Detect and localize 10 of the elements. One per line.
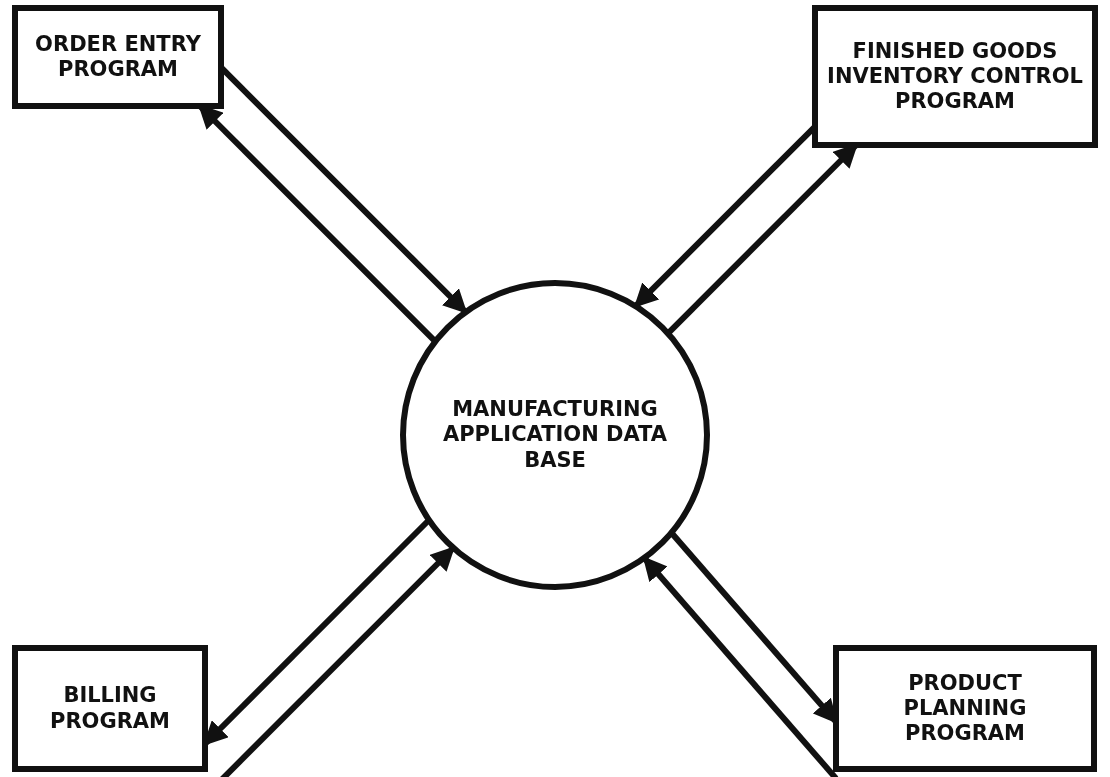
- process-box: [812, 5, 1098, 148]
- node-label: PRODUCT PLANNING PROGRAM: [902, 670, 1028, 747]
- node-label: FINISHED GOODS INVENTORY CONTROL PROGRAM: [826, 38, 1084, 115]
- node-label: BILLING PROGRAM: [49, 683, 171, 734]
- node-label: ORDER ENTRY PROGRAM: [34, 31, 202, 83]
- process-box: [12, 5, 224, 109]
- node-label: MANUFACTURING APPLICATION DATA BASE: [441, 397, 669, 473]
- arrow: [642, 556, 839, 777]
- process-box: [12, 645, 208, 772]
- process-box: [833, 645, 1097, 772]
